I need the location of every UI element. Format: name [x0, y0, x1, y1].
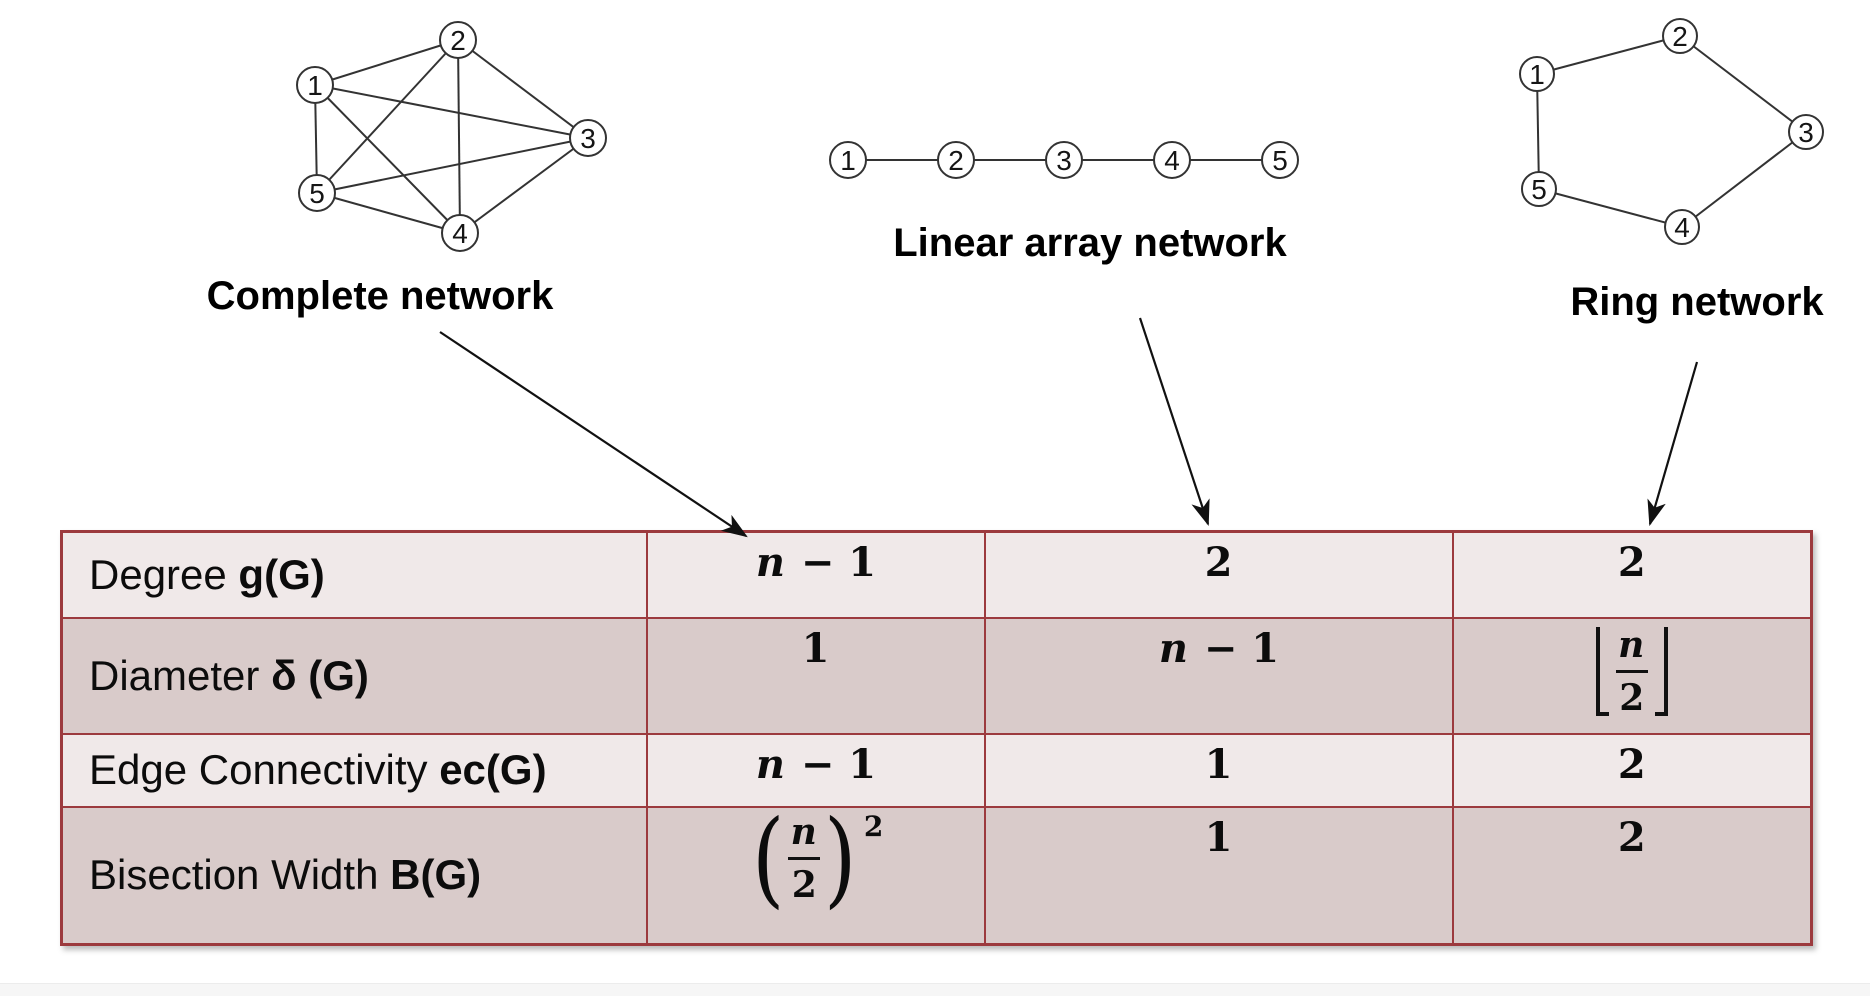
bisection-width-linear-value: 1	[983, 805, 1454, 946]
diameter-linear-value: n − 1	[983, 616, 1454, 735]
network-edge	[316, 192, 461, 234]
linear-array-node-1	[829, 141, 867, 179]
metric-label-symbol: δ (G)	[271, 651, 369, 699]
network-edge	[457, 39, 589, 139]
big-paren-left: (	[751, 806, 785, 919]
screenshot-bottom-strip	[0, 983, 1870, 996]
complete-node-2	[439, 21, 477, 59]
ring-network-graph: 1 2 3 4 5	[1519, 18, 1824, 245]
network-edge	[314, 84, 318, 194]
fraction-bar	[1615, 669, 1648, 673]
ring-node-4	[1664, 209, 1700, 245]
fraction-numerator: n	[790, 810, 817, 853]
linear-array-node-2	[937, 141, 975, 179]
pointer-arrow	[439, 331, 748, 538]
network-node-label: 5	[309, 178, 325, 209]
edge-connectivity-linear-value: 1	[983, 732, 1454, 808]
network-node-label: 5	[1531, 174, 1547, 205]
table-row-edge-connectivity: Edge Connectivity ec(G) n − 1 1 2	[60, 732, 1813, 808]
exponent: 2	[863, 809, 884, 843]
network-edge	[457, 39, 461, 234]
complete-node-1	[296, 66, 334, 104]
complete-node-5	[298, 174, 336, 212]
edge-connectivity-ring-value: 2	[1451, 732, 1813, 808]
network-edge	[314, 84, 589, 139]
big-paren-right: )	[824, 806, 857, 919]
ring-node-3	[1788, 114, 1824, 150]
degree-ring-value: 2	[1451, 530, 1813, 619]
metric-label-symbol: B(G)	[390, 851, 482, 899]
network-edge	[1536, 73, 1540, 190]
bisection-width-ring-value: 2	[1451, 805, 1813, 946]
network-node-label: 3	[1798, 117, 1814, 148]
complete-network-graph: 1 2 3 4 5	[296, 21, 607, 252]
metric-label-symbol: g(G)	[238, 550, 325, 598]
network-node-label: 1	[1529, 59, 1545, 90]
metric-label-text: Degree	[89, 550, 239, 598]
network-edge	[314, 84, 461, 234]
network-node-label: 1	[307, 70, 323, 101]
floor-bracket-left	[1595, 626, 1609, 716]
network-node-label: 2	[948, 145, 964, 176]
degree-complete-value: n − 1	[645, 530, 986, 619]
complete-node-4	[441, 214, 479, 252]
complete-network-caption: Complete network	[206, 274, 554, 318]
ring-node-1	[1519, 56, 1555, 92]
metric-label-text: Edge Connectivity	[89, 746, 440, 793]
network-node-label: 4	[452, 218, 468, 249]
network-edge	[316, 137, 589, 194]
metric-label-degree: Degree g(G)	[60, 530, 648, 619]
fraction-denominator: 2	[1619, 676, 1645, 719]
table-row-degree: Degree g(G) n − 1 2 2	[60, 530, 1813, 619]
edge-connectivity-complete-value: n − 1	[645, 732, 986, 808]
floor-bracket-right	[1654, 626, 1668, 716]
network-edge	[1536, 35, 1681, 75]
network-edge	[1681, 131, 1807, 228]
network-node-label: 5	[1272, 145, 1288, 176]
network-node-label: 4	[1164, 145, 1180, 176]
diameter-complete-value: 1	[645, 616, 986, 735]
network-edge	[314, 39, 459, 86]
metric-label-bisection-width: Bisection Width B(G)	[60, 805, 648, 946]
network-node-label: 3	[1056, 145, 1072, 176]
linear-array-node-4	[1153, 141, 1191, 179]
ring-node-5	[1521, 171, 1557, 207]
linear-array-network-graph: 1 2 3 4 5	[829, 141, 1299, 179]
pointer-arrow	[1138, 317, 1210, 527]
network-node-label: 4	[1674, 212, 1690, 243]
network-edge	[316, 39, 459, 194]
degree-linear-value: 2	[983, 530, 1454, 619]
ring-node-2	[1662, 18, 1698, 54]
network-node-label: 2	[1672, 21, 1688, 52]
network-node-label: 3	[580, 123, 596, 154]
metric-label-edge-connectivity: Edge Connectivity ec(G)	[60, 732, 648, 808]
fraction-denominator: 2	[791, 863, 817, 906]
metric-label-symbol: ec(G)	[439, 746, 547, 793]
complete-node-3	[569, 119, 607, 157]
ring-network-caption: Ring network	[1570, 280, 1824, 324]
network-node-label: 2	[450, 25, 466, 56]
network-edge	[1538, 188, 1683, 228]
fraction-numerator: n	[1618, 623, 1645, 666]
network-node-label: 1	[840, 145, 856, 176]
network-metrics-table: Degree g(G) n − 1 2 2 Diameter δ (G) 1 n…	[60, 530, 1813, 946]
network-edge	[1679, 35, 1807, 133]
metric-label-diameter: Diameter δ (G)	[60, 616, 648, 735]
metric-label-text: Bisection Width	[89, 851, 391, 899]
linear-array-node-5	[1261, 141, 1299, 179]
network-edge	[459, 137, 589, 234]
metric-label-text: Diameter	[89, 651, 272, 699]
pointer-arrow	[1647, 361, 1699, 527]
fraction-bar	[788, 856, 821, 860]
linear-array-network-caption: Linear array network	[893, 221, 1287, 265]
linear-array-node-3	[1045, 141, 1083, 179]
